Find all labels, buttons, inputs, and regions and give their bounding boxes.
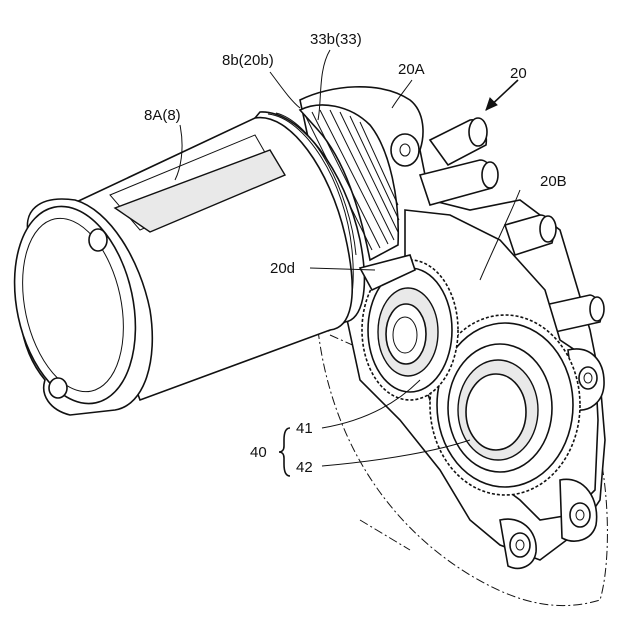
label-housing-b: 20B bbox=[540, 173, 567, 190]
label-gear-small: 41 bbox=[296, 420, 313, 437]
label-wall: 20d bbox=[270, 260, 295, 277]
end-cap-hole-bottom bbox=[49, 378, 67, 398]
label-motor-case: 8A(8) bbox=[144, 107, 181, 124]
boss-a bbox=[391, 134, 419, 166]
label-assembly: 20 bbox=[510, 65, 527, 82]
label-gear-group: 40 bbox=[250, 444, 267, 461]
label-gear-large: 42 bbox=[296, 459, 313, 476]
end-cap-hole-top bbox=[89, 229, 107, 251]
label-housing-a: 20A bbox=[398, 61, 425, 78]
label-motor-flange: 8b(20b) bbox=[222, 52, 274, 69]
label-pinion: 33b(33) bbox=[310, 31, 362, 48]
